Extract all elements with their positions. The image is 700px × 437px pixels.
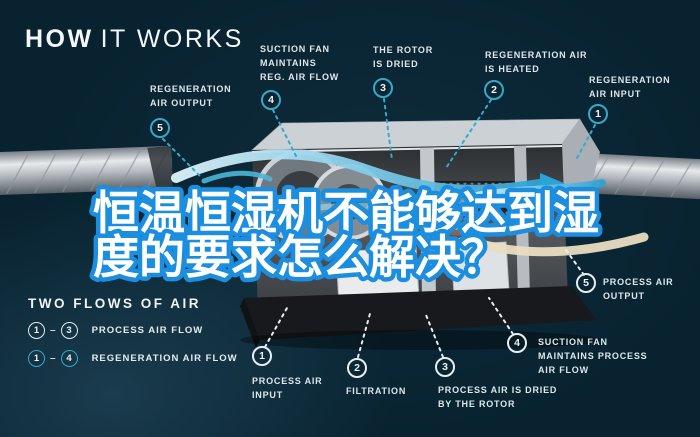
callout-num-process-5: 5 — [576, 273, 596, 293]
machine-body — [240, 118, 600, 350]
callout-num-regen-2: 2 — [484, 80, 504, 100]
legend-regen-to: 4 — [60, 350, 78, 367]
callout-label-process-suction-fan: SUCTION FAN MAINTAINS PROCESS AIR FLOW — [538, 337, 648, 375]
airflow-arrows — [171, 149, 649, 257]
callout-label-process-input: PROCESS AIR INPUT — [252, 376, 323, 400]
callout-label-rotor-dried: THE ROTOR IS DRIED — [373, 45, 434, 69]
legend-regen-from: 1 — [28, 350, 45, 367]
callout-num-process-2: 2 — [347, 358, 367, 378]
callout-label-regen-input: REGENERATION AIR INPUT — [589, 75, 671, 99]
legend-process-label: PROCESS AIR FLOW — [91, 325, 204, 336]
legend-process-to: 3 — [60, 322, 78, 339]
legend-row-regeneration: 1 – 4 REGENERATION AIR FLOW — [28, 350, 238, 367]
callout-label-regen-output: REGENERATION AIR OUTPUT — [150, 84, 232, 108]
title-rest: IT WORKS — [100, 25, 244, 53]
legend-regen-label: REGENERATION AIR FLOW — [91, 353, 238, 364]
headline-line2: 度的要求怎么解决？ — [93, 230, 507, 284]
callout-label-regen-heated: REGENERATION AIR IS HEATED — [485, 50, 588, 74]
callout-label-process-dried: PROCESS AIR IS DRIED BY THE ROTOR — [438, 385, 558, 409]
callout-label-process-output: PROCESS AIR OUTPUT — [603, 277, 674, 301]
headline-line1: 恒温恒湿机不能够达到湿 — [93, 186, 599, 240]
legend-separator: – — [50, 353, 56, 364]
leader-lines — [162, 98, 596, 358]
legend-title: TWO FLOWS OF AIR — [28, 296, 201, 311]
right-duct — [573, 152, 700, 200]
callout-num-regen-4: 4 — [261, 90, 281, 110]
callout-label-filtration: FILTRATION — [346, 386, 407, 396]
legend-process-from: 1 — [28, 322, 45, 339]
legend-row-process: 1 – 3 PROCESS AIR FLOW — [28, 322, 203, 339]
callout-num-regen-1: 1 — [588, 104, 608, 124]
legend-separator: – — [50, 325, 56, 336]
callout-num-process-4: 4 — [507, 333, 527, 353]
title-bold: HOW — [25, 25, 94, 53]
left-duct — [0, 145, 173, 195]
callout-label-regen-suction-fan: SUCTION FAN MAINTAINS REG. AIR FLOW — [260, 44, 340, 82]
callout-num-regen-3: 3 — [373, 78, 393, 98]
callout-num-regen-5: 5 — [150, 118, 170, 138]
callout-num-process-1: 1 — [252, 346, 272, 366]
callout-num-process-3: 3 — [435, 357, 455, 377]
